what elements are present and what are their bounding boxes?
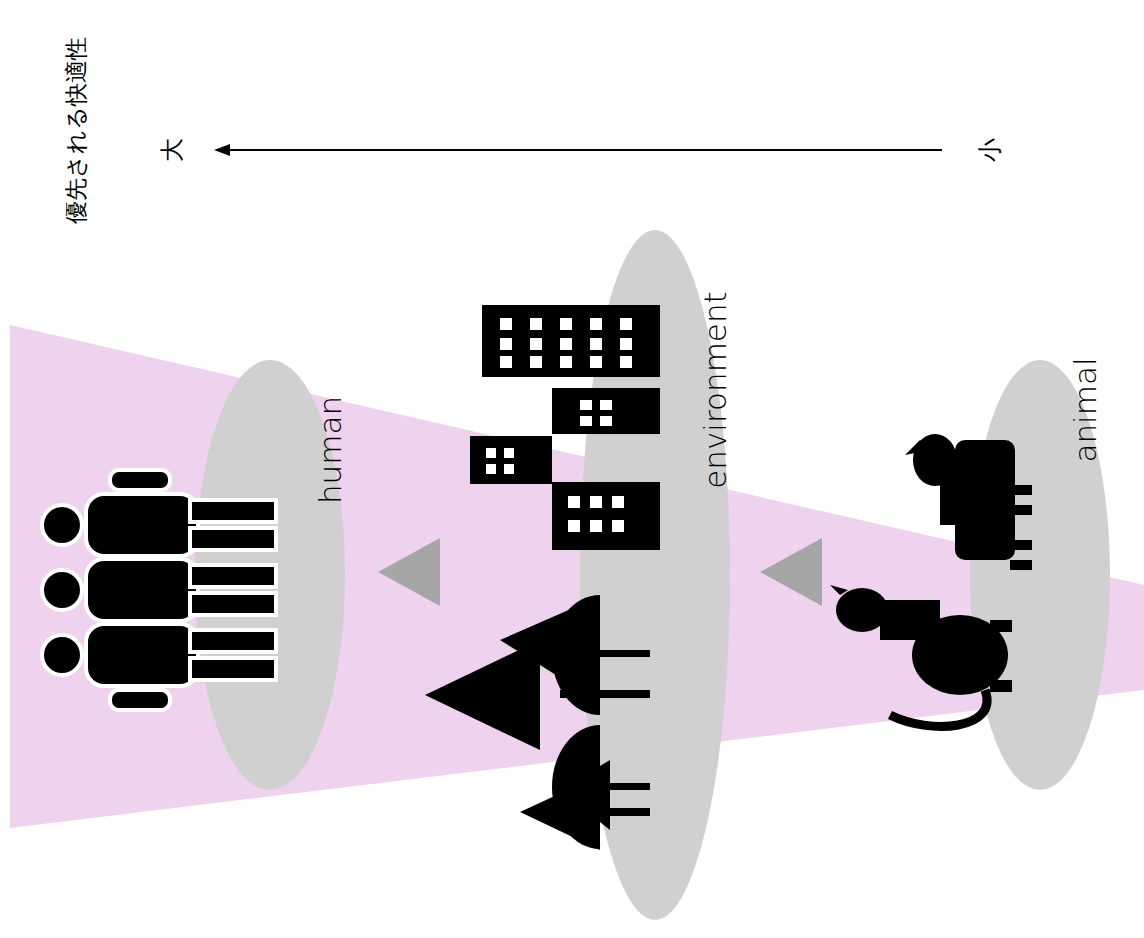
axis-arrowhead [214, 144, 230, 156]
axis-end-label: 大 [160, 138, 184, 162]
ellipse-fill [580, 230, 730, 920]
people-icon [42, 470, 276, 710]
buildings-icon [470, 305, 660, 550]
group-ellipse [580, 230, 730, 920]
ellipse-shape [195, 360, 345, 790]
ellipse-fill [970, 360, 1110, 790]
ellipse-shape [580, 230, 730, 920]
axis-title: 優先される快適性 [65, 37, 88, 224]
ellipse-shape [970, 360, 1110, 790]
group-ellipse [970, 360, 1110, 790]
trees-icon [425, 595, 650, 850]
animals-icon [830, 434, 1032, 726]
axis-line [228, 149, 942, 151]
compare-triangle [760, 538, 822, 606]
compare-triangle [378, 538, 440, 606]
group-ellipse [195, 360, 345, 790]
priority-band-shape [10, 325, 1144, 828]
ellipse-fill [195, 360, 345, 790]
axis-end-label: 小 [978, 138, 1002, 162]
